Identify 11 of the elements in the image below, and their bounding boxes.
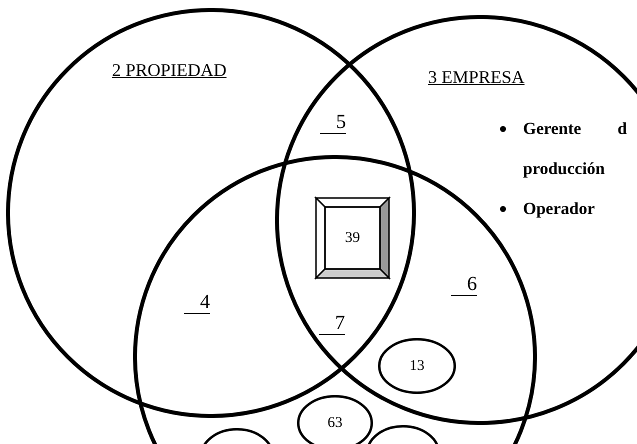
bullet-text: Operador (523, 198, 596, 220)
underlined-number: 6 (451, 273, 477, 296)
bullet-text: Gerente d producción (523, 118, 627, 180)
underlined-number: 5 (320, 111, 346, 134)
number-text: 13 (410, 358, 424, 374)
number-text: 39 (345, 230, 360, 246)
circle-title: 2 PROPIEDAD (112, 60, 227, 81)
circle-title: 3 EMPRESA (428, 67, 525, 88)
underlined-number: 7 (319, 312, 345, 335)
underlined-number: 4 (184, 291, 210, 314)
number-text: 63 (328, 414, 342, 432)
